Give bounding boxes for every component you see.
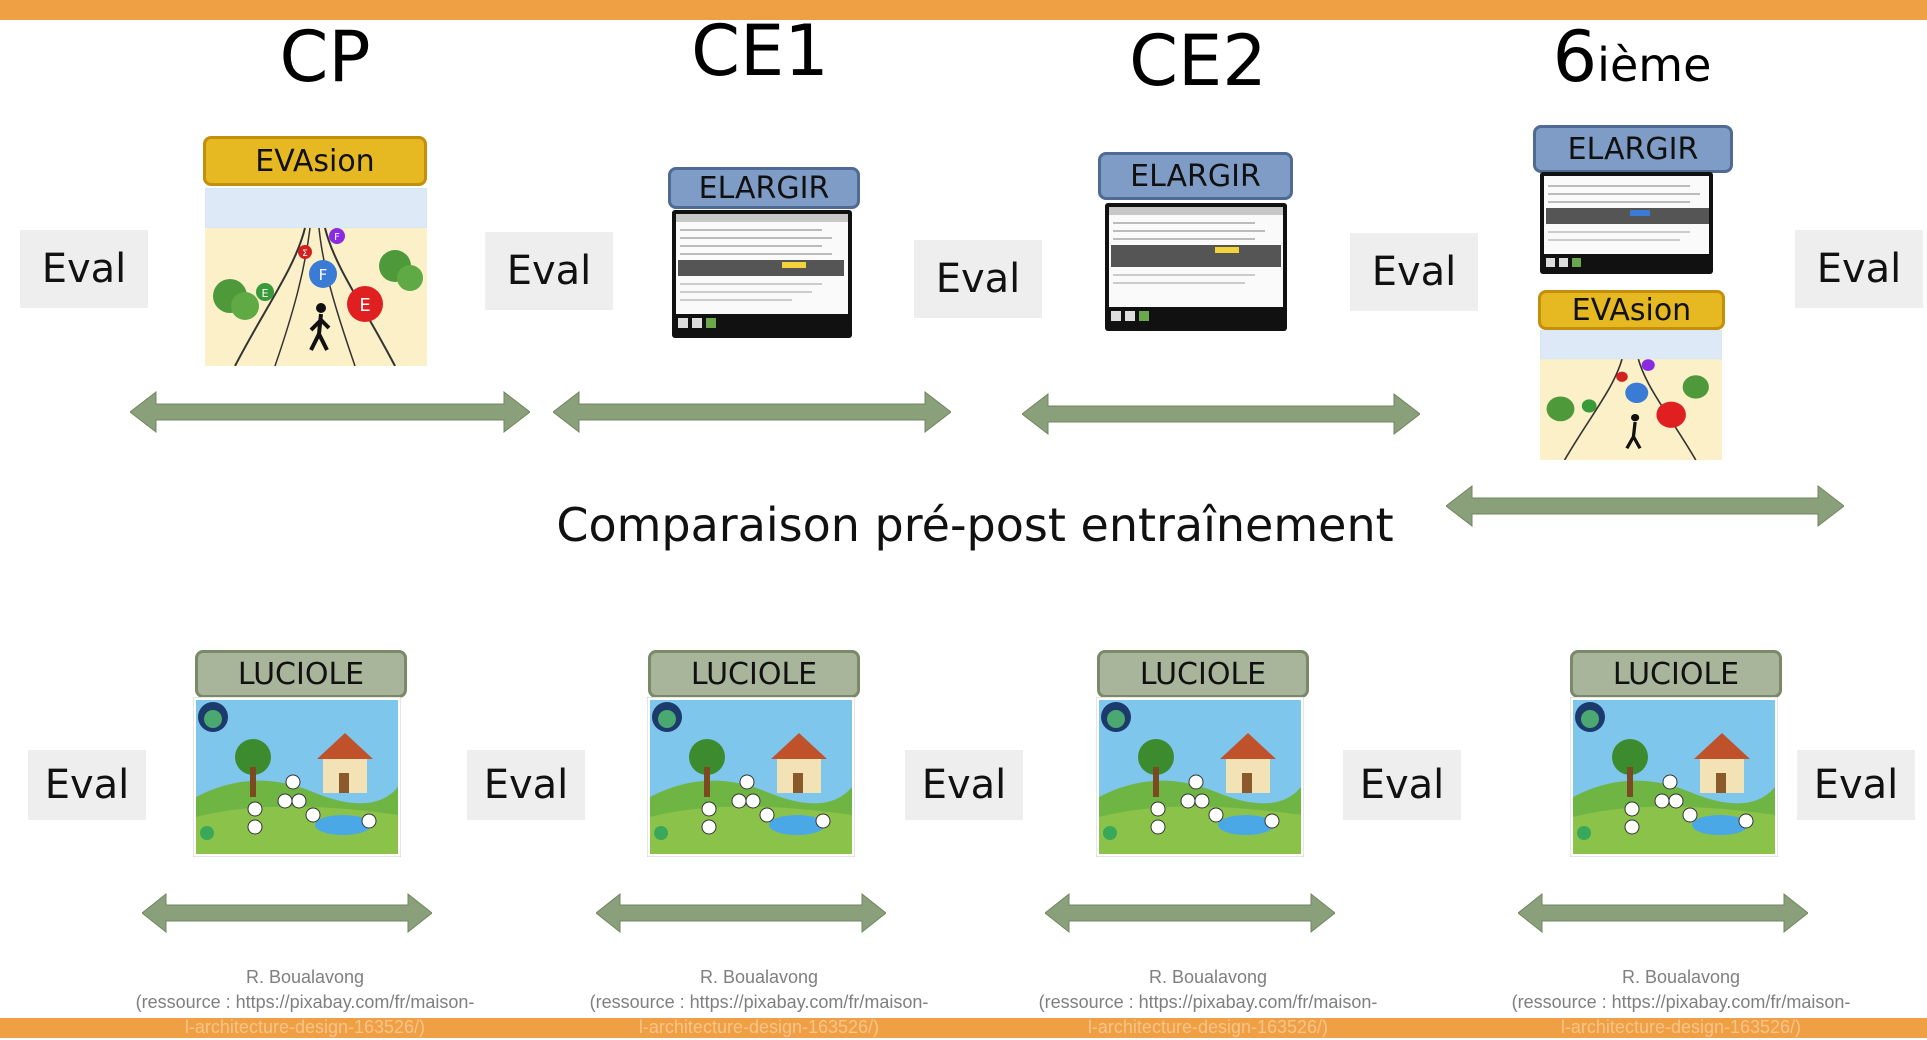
luciole-label: LUCIOLE: [1097, 650, 1309, 698]
double-arrow: [596, 892, 886, 934]
eval-box: Eval: [1797, 750, 1915, 820]
double-arrow: [1022, 392, 1420, 436]
eval-box: Eval: [1795, 230, 1923, 308]
elargir-label: ELARGIR: [1098, 152, 1293, 200]
eval-box: Eval: [1350, 233, 1478, 311]
luciole-label: LUCIOLE: [195, 650, 407, 698]
evasion-illustration: E Σ F F E: [205, 188, 427, 366]
eval-box: Eval: [20, 230, 148, 308]
grade-ce1: CE1: [691, 10, 829, 92]
luciole-game-scene-icon: [1096, 697, 1304, 857]
eval-box: Eval: [485, 232, 613, 310]
top-bar: [0, 0, 1927, 20]
luciole-label: LUCIOLE: [1570, 650, 1782, 698]
image-credit: R. Boualavong(ressource : https://pixaba…: [1038, 967, 1378, 1037]
bottom-bar: [0, 1018, 1927, 1038]
double-arrow: [130, 390, 530, 434]
double-arrow: [553, 390, 951, 434]
luciole-label: LUCIOLE: [648, 650, 860, 698]
evasion-label: EVAsion: [203, 136, 427, 186]
eval-box: Eval: [905, 750, 1023, 820]
image-credit: R. Boualavong(ressource : https://pixaba…: [1511, 967, 1851, 1037]
grade-6: 6ième: [1552, 16, 1712, 98]
eval-box: Eval: [28, 750, 146, 820]
road-scene-icon: E Σ F F E: [205, 188, 427, 366]
double-arrow: [1045, 892, 1335, 934]
image-credit: R. Boualavong(ressource : https://pixaba…: [589, 967, 929, 1037]
luciole-game-scene-icon: [1570, 697, 1778, 857]
tablet-screenshot-icon: [672, 210, 852, 338]
double-arrow: [1518, 892, 1808, 934]
svg-text:F: F: [334, 232, 340, 243]
grade-cp: CP: [279, 16, 371, 98]
double-arrow: [1446, 484, 1844, 528]
svg-text:E: E: [359, 295, 370, 316]
image-credit: R. Boualavong(ressource : https://pixaba…: [135, 967, 475, 1037]
tablet-screenshot-icon: [1105, 203, 1287, 331]
eval-box: Eval: [467, 750, 585, 820]
luciole-game-scene-icon: [193, 697, 401, 857]
svg-text:F: F: [319, 266, 328, 284]
tablet-screenshot-icon: [1540, 172, 1713, 274]
grade-ce2: CE2: [1129, 20, 1267, 102]
eval-box: Eval: [914, 240, 1042, 318]
double-arrow: [142, 892, 432, 934]
comparison-heading: Comparaison pré-post entraînement: [556, 498, 1394, 552]
road-scene-icon: [1540, 330, 1722, 460]
svg-text:E: E: [262, 287, 269, 300]
elargir-label: ELARGIR: [668, 167, 860, 209]
eval-box: Eval: [1343, 750, 1461, 820]
elargir-label: ELARGIR: [1533, 125, 1733, 173]
evasion-label: EVAsion: [1538, 290, 1725, 330]
svg-text:Σ: Σ: [302, 249, 308, 259]
luciole-game-scene-icon: [647, 697, 855, 857]
